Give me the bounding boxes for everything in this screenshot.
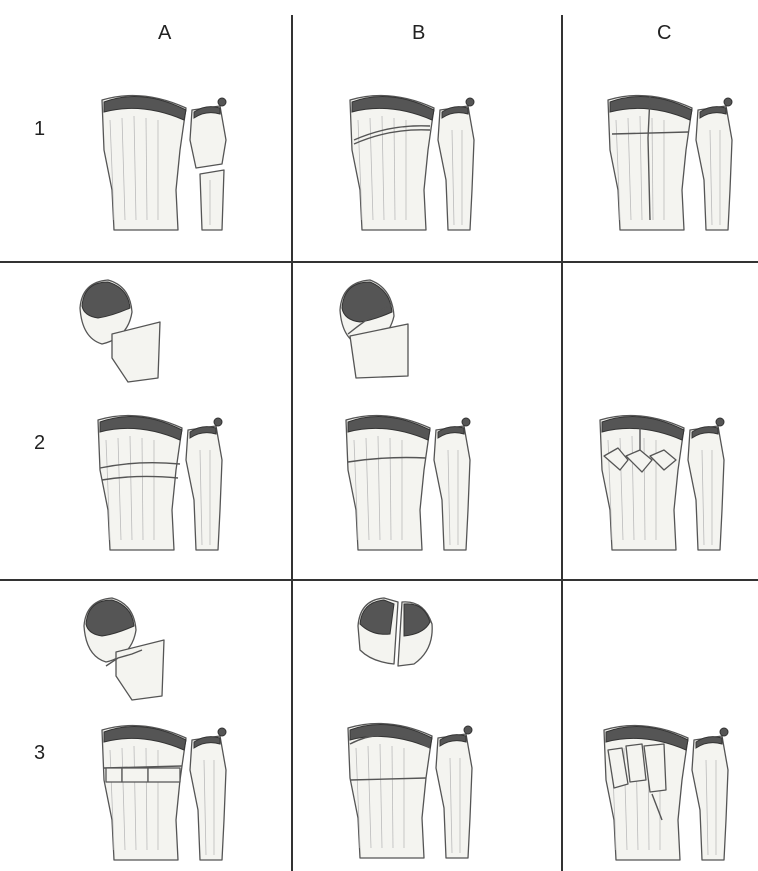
- drawing-1b: [350, 96, 474, 231]
- drawing-2a-bones: [98, 416, 222, 551]
- drawing-3b-bones: [348, 724, 472, 859]
- drawing-2b-bones: [346, 416, 470, 551]
- drawing-2c: [600, 416, 724, 551]
- drawing-3b: [358, 598, 432, 666]
- drawing-3a-bones: [102, 726, 226, 861]
- drawing-2b: [340, 280, 408, 378]
- drawing-3c: [604, 726, 728, 861]
- drawing-3a: [84, 598, 164, 700]
- drawing-2a: [80, 280, 160, 382]
- drawing-1a: [102, 96, 226, 231]
- drawing-1c: [608, 96, 732, 231]
